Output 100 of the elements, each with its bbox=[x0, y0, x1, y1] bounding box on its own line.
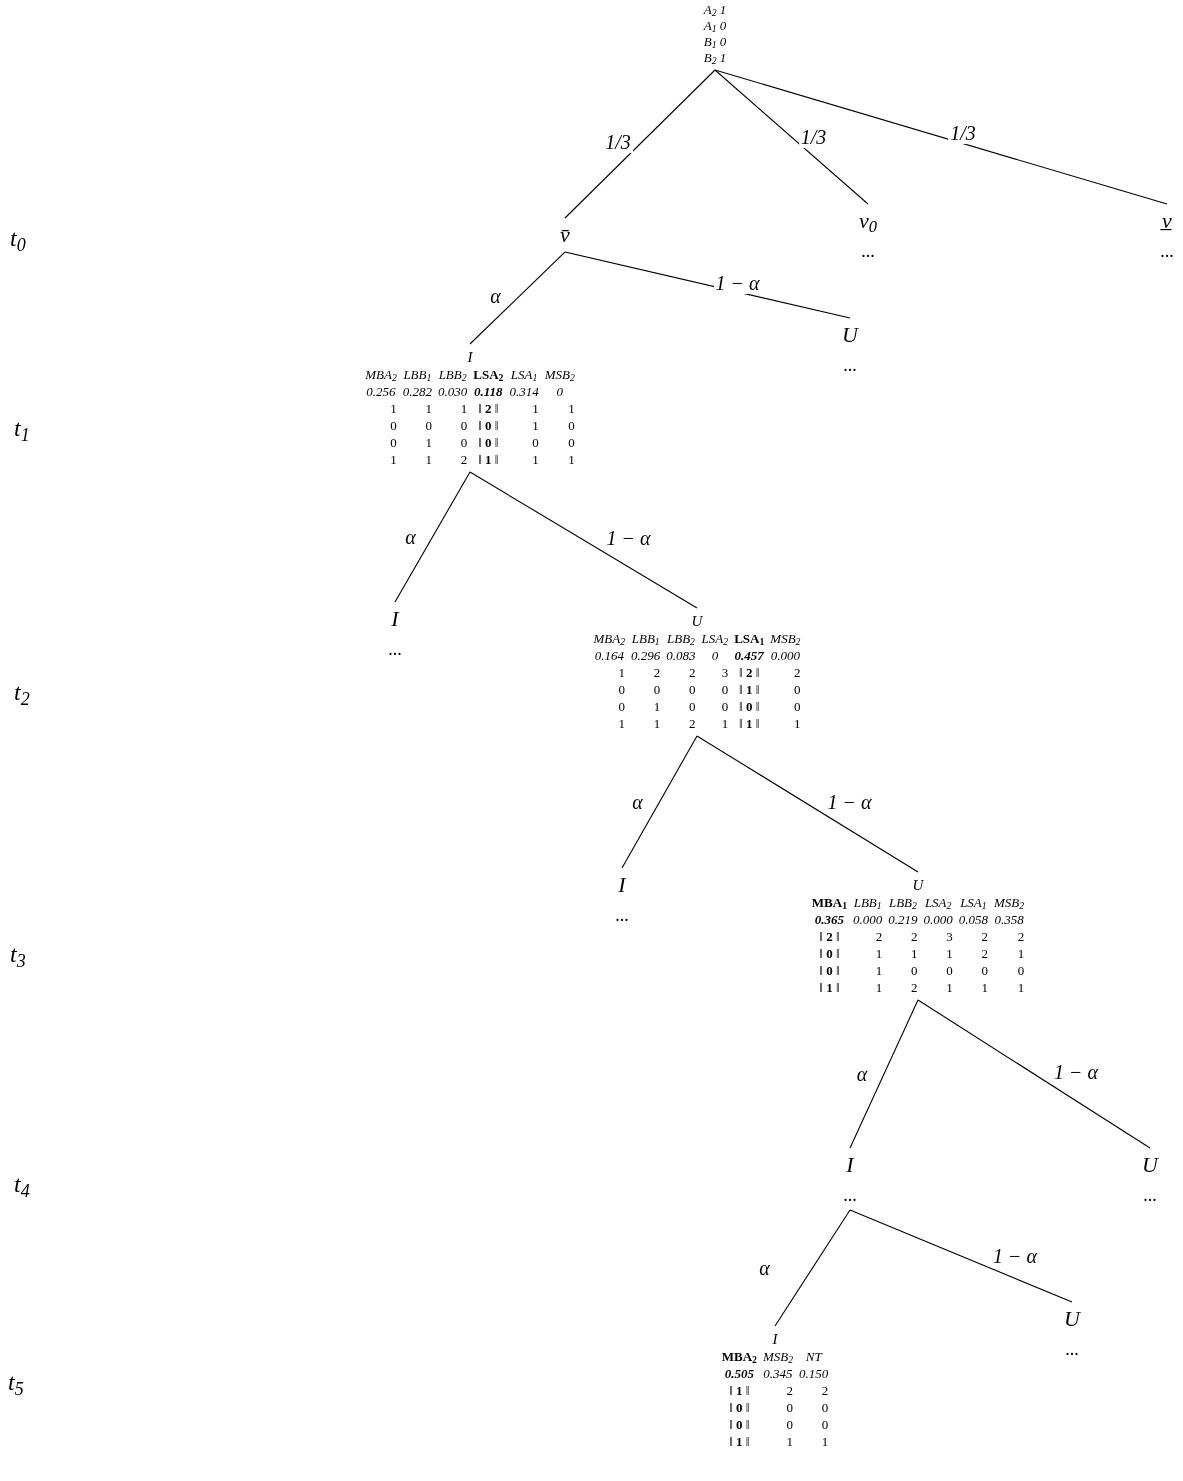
table-cell-text: 1 bbox=[389, 400, 397, 417]
column-header: LBB$_{2}$ bbox=[438, 366, 468, 383]
node-label: I bbox=[846, 1152, 854, 1178]
table-cell-text: 1 bbox=[874, 962, 883, 979]
table-cell-text: 0 bbox=[459, 434, 468, 451]
table-cell-text: ‖ 0 ‖ bbox=[738, 698, 761, 715]
table-cell-text: ‖ 0 ‖ bbox=[477, 417, 500, 434]
table-cell-text: 0 bbox=[910, 962, 918, 979]
probability-cell: 0.345 bbox=[762, 1365, 794, 1382]
node-label: U bbox=[691, 612, 703, 630]
table-cell-text: 1 bbox=[793, 715, 801, 732]
table-cell-text: ‖ 0 ‖ bbox=[477, 434, 500, 451]
probability-cell: 0.058 bbox=[958, 911, 989, 928]
probability-cell-text: 0 bbox=[710, 647, 720, 664]
node-label: I bbox=[467, 348, 473, 366]
table-cell-text: 2 bbox=[980, 928, 989, 945]
table-cell-text: ‖ 1 ‖ bbox=[738, 681, 761, 698]
table-cell-text: ‖ 1 ‖ bbox=[477, 451, 500, 468]
table-cell-text: 0 bbox=[785, 1399, 794, 1416]
node-label: U bbox=[1064, 1306, 1080, 1332]
continuation-dots: ... bbox=[861, 240, 875, 262]
branch-line bbox=[564, 69, 716, 219]
probability-cell: 0.256 bbox=[365, 383, 397, 400]
node-label: v̄ bbox=[560, 222, 570, 248]
table-cell-text: ‖ 2 ‖ bbox=[738, 664, 761, 681]
column-header: MSB$_{2}$ bbox=[544, 366, 575, 383]
column-header: LBB$_{2}$ bbox=[888, 894, 918, 911]
continuation-dots: ... bbox=[615, 904, 629, 926]
branch-line bbox=[849, 1209, 1073, 1303]
time-label: t$_{4}$ bbox=[14, 1170, 30, 1198]
table-cell-text: 2 bbox=[1016, 928, 1025, 945]
branch-line bbox=[696, 735, 919, 873]
time-label: t$_{0}$ bbox=[10, 224, 26, 252]
probability-cell: 0.030 bbox=[438, 383, 468, 400]
table-cell-text: 2 bbox=[688, 715, 696, 732]
table-cell-text: 0 bbox=[688, 681, 696, 698]
column-header: LBB$_{1}$ bbox=[402, 366, 432, 383]
branch-line bbox=[849, 999, 919, 1149]
probability-cell: 0.314 bbox=[509, 383, 539, 400]
table-cell-text: 1 bbox=[531, 417, 539, 434]
probability-cell: 0.083 bbox=[666, 647, 696, 664]
table-cell-text: 0 bbox=[567, 434, 575, 451]
table-cell-text: 0 bbox=[720, 698, 729, 715]
table-cell-text: 1 bbox=[785, 1433, 794, 1450]
probability-cell: 0.000 bbox=[923, 911, 953, 928]
table-cell-text: 0 bbox=[980, 962, 989, 979]
probability-cell: 0.296 bbox=[631, 647, 661, 664]
branch-line bbox=[917, 999, 1151, 1149]
column-header: LBB$_{2}$ bbox=[666, 630, 696, 647]
node-label: I bbox=[772, 1330, 778, 1348]
table-cell-text: 2 bbox=[785, 1382, 794, 1399]
table-cell-text: 1 bbox=[874, 979, 883, 996]
table-cell-text: 1 bbox=[820, 1433, 829, 1450]
branch-line bbox=[714, 69, 1168, 205]
node-label: U bbox=[1142, 1152, 1158, 1178]
probability-cell-text: 0.505 bbox=[723, 1365, 755, 1382]
node-label: v$_{0}$ bbox=[859, 208, 877, 234]
probability-cell: 0.000 bbox=[853, 911, 883, 928]
table-cell-text: 1 bbox=[652, 715, 661, 732]
column-header: LSA$_{1}$ bbox=[734, 630, 765, 647]
table-cell-text: 1 bbox=[874, 945, 883, 962]
column-header: LSA$_{2}$ bbox=[701, 630, 729, 647]
time-label: t$_{1}$ bbox=[14, 414, 30, 442]
state-label: A$_{1}$ 0 bbox=[703, 18, 727, 34]
table-cell-text: 1 bbox=[945, 945, 953, 962]
table-cell-text: 2 bbox=[980, 945, 989, 962]
table-cell-text: 0 bbox=[617, 698, 626, 715]
column-header: LSA$_{1}$ bbox=[959, 894, 988, 911]
continuation-dots: ... bbox=[1160, 240, 1174, 262]
continuation-dots: ... bbox=[843, 1184, 857, 1206]
table-cell-text: 1 bbox=[567, 400, 575, 417]
probability-cell: 0.219 bbox=[888, 911, 918, 928]
table-cell-text: 1 bbox=[531, 400, 539, 417]
probability-cell: 0.282 bbox=[402, 383, 432, 400]
table-cell-text: 1 bbox=[1016, 979, 1025, 996]
table-cell-text: 0 bbox=[389, 417, 397, 434]
probability-cell: 0.000 bbox=[770, 647, 801, 664]
table-cell-text: 1 bbox=[567, 451, 575, 468]
continuation-dots: ... bbox=[1143, 1184, 1157, 1206]
table-cell-text: 1 bbox=[389, 451, 397, 468]
branch-line bbox=[469, 251, 566, 345]
branch-line bbox=[774, 1209, 851, 1327]
continuation-dots: ... bbox=[388, 638, 402, 660]
column-header: MSB$_{2}$ bbox=[770, 630, 801, 647]
table-cell-text: 1 bbox=[945, 979, 953, 996]
table-cell-text: 0 bbox=[617, 681, 626, 698]
column-header: MBA$_{2}$ bbox=[721, 1348, 757, 1365]
table-cell-text: 0 bbox=[720, 681, 729, 698]
node-label: I bbox=[391, 606, 399, 632]
node-label: U bbox=[912, 876, 924, 894]
table-cell-text: 0 bbox=[820, 1399, 829, 1416]
table-cell-text: 2 bbox=[793, 664, 801, 681]
column-header: MBA$_{2}$ bbox=[365, 366, 397, 383]
branch-line bbox=[564, 251, 851, 319]
table-cell-text: 0 bbox=[785, 1416, 794, 1433]
table-cell-text: 1 bbox=[459, 400, 468, 417]
table-cell-text: ‖ 1 ‖ bbox=[738, 715, 761, 732]
table-cell-text: 1 bbox=[652, 698, 661, 715]
table-cell-text: 0 bbox=[688, 698, 696, 715]
table-cell-text: 0 bbox=[820, 1416, 829, 1433]
